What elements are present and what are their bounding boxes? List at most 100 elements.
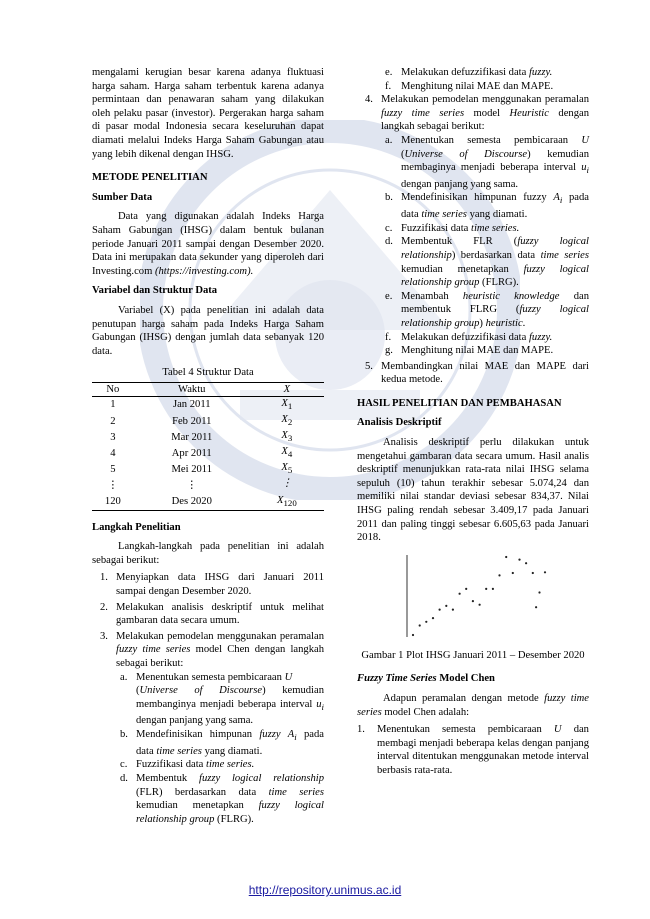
subsection-heading-sumber: Sumber Data	[92, 191, 153, 203]
investing-url[interactable]: (https://investing.com).	[154, 265, 254, 277]
step-4c: c.Fuzzifikasi data time series.	[385, 222, 520, 234]
data-point	[431, 616, 435, 620]
data-point	[465, 587, 468, 590]
step-4: 4.Melakukan pemodelan menggunakan perama…	[365, 94, 589, 358]
table-cell: Feb 2011	[172, 415, 212, 427]
table-header-waktu: Waktu	[133, 381, 250, 397]
intro-paragraph: mengalami kerugian besar karena adanya f…	[92, 67, 324, 160]
step-3-continued: e.Melakukan defuzzifikasi data fuzzy. f.…	[381, 66, 589, 93]
table-cell: Des 2020	[133, 493, 250, 511]
data-point	[525, 561, 528, 565]
table-header-x: X	[249, 381, 324, 397]
table-cell: 4	[110, 447, 116, 459]
data-point	[535, 605, 538, 609]
table-cell: X1	[281, 397, 293, 411]
data-point	[471, 599, 474, 603]
table-cell: X4	[281, 446, 293, 460]
table-row: 2 Feb 2011 X2	[92, 413, 324, 429]
data-point	[485, 587, 488, 590]
step-5: 5.Membandingkan nilai MAE dan MAPE dari …	[365, 360, 589, 386]
data-point	[543, 571, 547, 574]
table-cell: X120	[249, 493, 324, 511]
data-point	[511, 571, 514, 574]
data-point	[491, 587, 494, 590]
right-column: e.Melakukan defuzzifikasi data fuzzy. f.…	[357, 66, 589, 780]
data-point	[538, 591, 541, 594]
data-point	[425, 620, 428, 623]
table-cell: 5	[110, 463, 116, 475]
table-cell: 3	[110, 431, 116, 443]
step-3-sublist: a.Menentukan semesta pembicaraan U(Unive…	[116, 671, 324, 827]
step-3: 3.Melakukan pemodelan menggunakan perama…	[100, 630, 324, 827]
subsection-heading-langkah: Langkah Penelitian	[92, 521, 181, 533]
step-1: 1.Menyiapkan data IHSG dari Januari 2011…	[100, 572, 324, 598]
steps-list-continued: 4.Melakukan pemodelan menggunakan perama…	[357, 93, 589, 387]
subsection-heading-variabel: Variabel dan Struktur Data	[92, 285, 218, 297]
chen-intro: Adapun peramalan dengan metode fuzzy tim…	[357, 693, 590, 718]
table-cell: 1	[110, 399, 116, 411]
step-3d: d.Membentuk fuzzy logical relationship (…	[120, 772, 324, 825]
data-point	[411, 633, 415, 636]
table-cell: 120	[92, 493, 134, 511]
data-point	[531, 571, 534, 574]
figure-caption: Gambar 1 Plot IHSG Januari 2011 – Desemb…	[361, 649, 585, 661]
ihsg-plot	[406, 554, 547, 637]
table-header-row: No Waktu X	[92, 381, 324, 397]
steps-list: 1.Menyiapkan data IHSG dari Januari 2011…	[92, 571, 324, 826]
step-4f: f.Melakukan defuzzifikasi data fuzzy.	[385, 331, 553, 343]
data-point	[418, 624, 421, 627]
langkah-intro: Langkah-langkah pada penelitian ini adal…	[92, 541, 324, 566]
table-cell: Mei 2011	[171, 463, 212, 475]
step-3c: c.Fuzzifikasi data time series.	[120, 759, 255, 771]
data-point	[445, 604, 448, 607]
analisis-paragraph: Analisis deskriptif perlu dilakukan untu…	[357, 437, 589, 544]
chen-steps-list: 1.Menentukan semesta pembicaraan U dan m…	[357, 723, 589, 777]
step-4a: a.Menentukan semesta pembicaraan U (Univ…	[385, 134, 589, 190]
table-caption: Tabel 4 Struktur Data	[162, 367, 254, 379]
table-row: 3 Mar 2011 X3	[92, 429, 324, 445]
variabel-paragraph: Variabel (X) pada penelitian ini adalah …	[92, 304, 324, 357]
repository-link[interactable]: http://repository.unimus.ac.id	[248, 883, 402, 897]
table-cell: Mar 2011	[171, 431, 213, 443]
left-column: mengalami kerugian besar karena adanya f…	[92, 66, 324, 828]
step-3f: f.Menghitung nilai MAE dan MAPE.	[385, 80, 554, 92]
table-cell: Apr 2011	[171, 447, 212, 459]
data-point	[438, 608, 441, 611]
page-footer: http://repository.unimus.ac.id	[0, 883, 650, 898]
step-4d: d.Membentuk FLR (fuzzy logical relations…	[385, 236, 589, 289]
structure-table: No Waktu X 1 Jan 2011 X1 2 Feb 2011 X2 3 Mar 20…	[92, 381, 324, 511]
data-point	[458, 592, 461, 595]
table-header-no: No	[92, 381, 134, 397]
step-4e: e.Menambah heuristic knowledge dan membe…	[385, 290, 589, 329]
table-row: ⋮ ⋮ ⋮	[92, 477, 324, 493]
sumber-paragraph: Data yang digunakan adalah Indeks Harga …	[92, 211, 324, 277]
table-cell: ⋮	[281, 478, 293, 490]
step-2: 2.Melakukan analisis deskriptif untuk me…	[100, 601, 324, 627]
section-heading-metode: METODE PENELITIAN	[92, 172, 208, 184]
subsection-heading-chen: Fuzzy Time Series Model Chen	[357, 673, 495, 685]
table-row: 5 Mei 2011 X5	[92, 461, 324, 477]
data-point	[498, 574, 501, 577]
data-point	[451, 608, 454, 611]
table-cell: X3	[281, 430, 293, 444]
subsection-heading-analisis: Analisis Deskriptif	[357, 417, 442, 429]
data-point	[478, 603, 481, 606]
step-3b: b.Mendefinisikan himpunan fuzzy Ai pada …	[120, 729, 324, 757]
step-4g: g.Menghitung nilai MAE dan MAPE.	[385, 345, 554, 357]
table-row: 1 Jan 2011 X1	[92, 396, 324, 413]
table-cell: ⋮	[107, 479, 119, 491]
step-4-sublist: a.Menentukan semesta pembicaraan U (Univ…	[381, 134, 589, 358]
chen-step-1: 1.Menentukan semesta pembicaraan U dan m…	[357, 724, 589, 776]
step-3e: e.Melakukan defuzzifikasi data fuzzy.	[385, 67, 553, 78]
section-heading-hasil: HASIL PENELITIAN DAN PEMBAHASAN	[357, 397, 562, 409]
table-cell: Jan 2011	[172, 399, 211, 411]
data-point	[518, 558, 521, 561]
step-3a: a.Menentukan semesta pembicaraan U(Unive…	[120, 671, 324, 727]
table-cell: X5	[281, 462, 293, 476]
table-cell: 2	[110, 415, 116, 427]
table-row: 4 Apr 2011 X4	[92, 445, 324, 461]
table-cell: ⋮	[186, 479, 198, 491]
table-cell: X2	[281, 413, 293, 428]
